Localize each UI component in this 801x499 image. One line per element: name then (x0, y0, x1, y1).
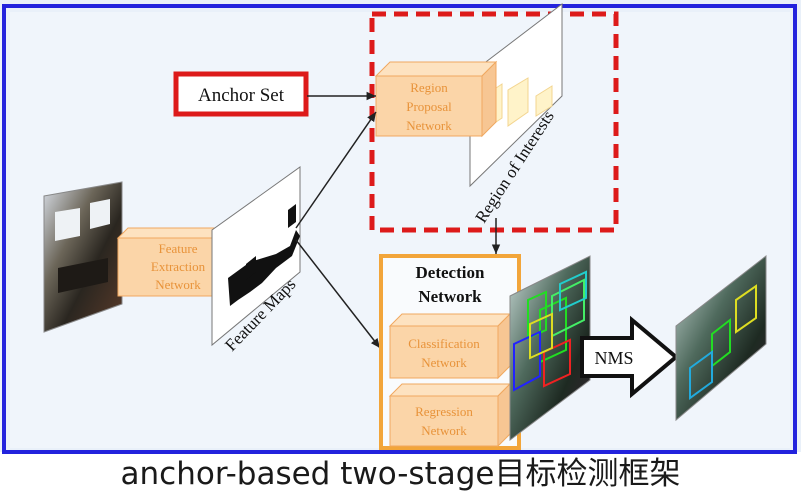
anchor-set-box (173, 71, 309, 117)
nms-label: NMS (594, 348, 633, 368)
final-output-image (675, 254, 767, 422)
anchor-set-label: Anchor Set (198, 85, 285, 106)
rpn-label-2: Proposal (406, 99, 452, 114)
detections-image (509, 255, 591, 441)
arrow-featuremaps-to-detection (295, 239, 381, 349)
regression-label-2: Network (421, 423, 467, 438)
classification-label-2: Network (421, 355, 467, 370)
feature-maps-plane (211, 166, 301, 347)
detection-network-title-1: Detection (416, 263, 485, 282)
rpn-region-highlight (369, 11, 619, 233)
feature-extraction-label-1: Feature (159, 241, 198, 256)
regression-label-1: Regression (415, 404, 473, 419)
figure-caption: anchor-based two-stage目标检测框架 (120, 456, 681, 492)
regression-block (388, 382, 512, 448)
classification-block (388, 312, 512, 380)
feature-extraction-label-2: Extraction (151, 259, 206, 274)
input-image (43, 181, 123, 333)
rpn-label-3: Network (406, 118, 452, 133)
rpn-label-1: Region (410, 80, 448, 95)
detection-network-title-2: Network (418, 287, 482, 306)
arrow-featuremaps-to-rpn (295, 111, 377, 229)
classification-label-1: Classification (408, 336, 480, 351)
feature-extraction-label-3: Network (155, 277, 201, 292)
nms-arrow (580, 315, 680, 399)
rpn-block (374, 60, 498, 138)
outer-frame (2, 4, 797, 454)
